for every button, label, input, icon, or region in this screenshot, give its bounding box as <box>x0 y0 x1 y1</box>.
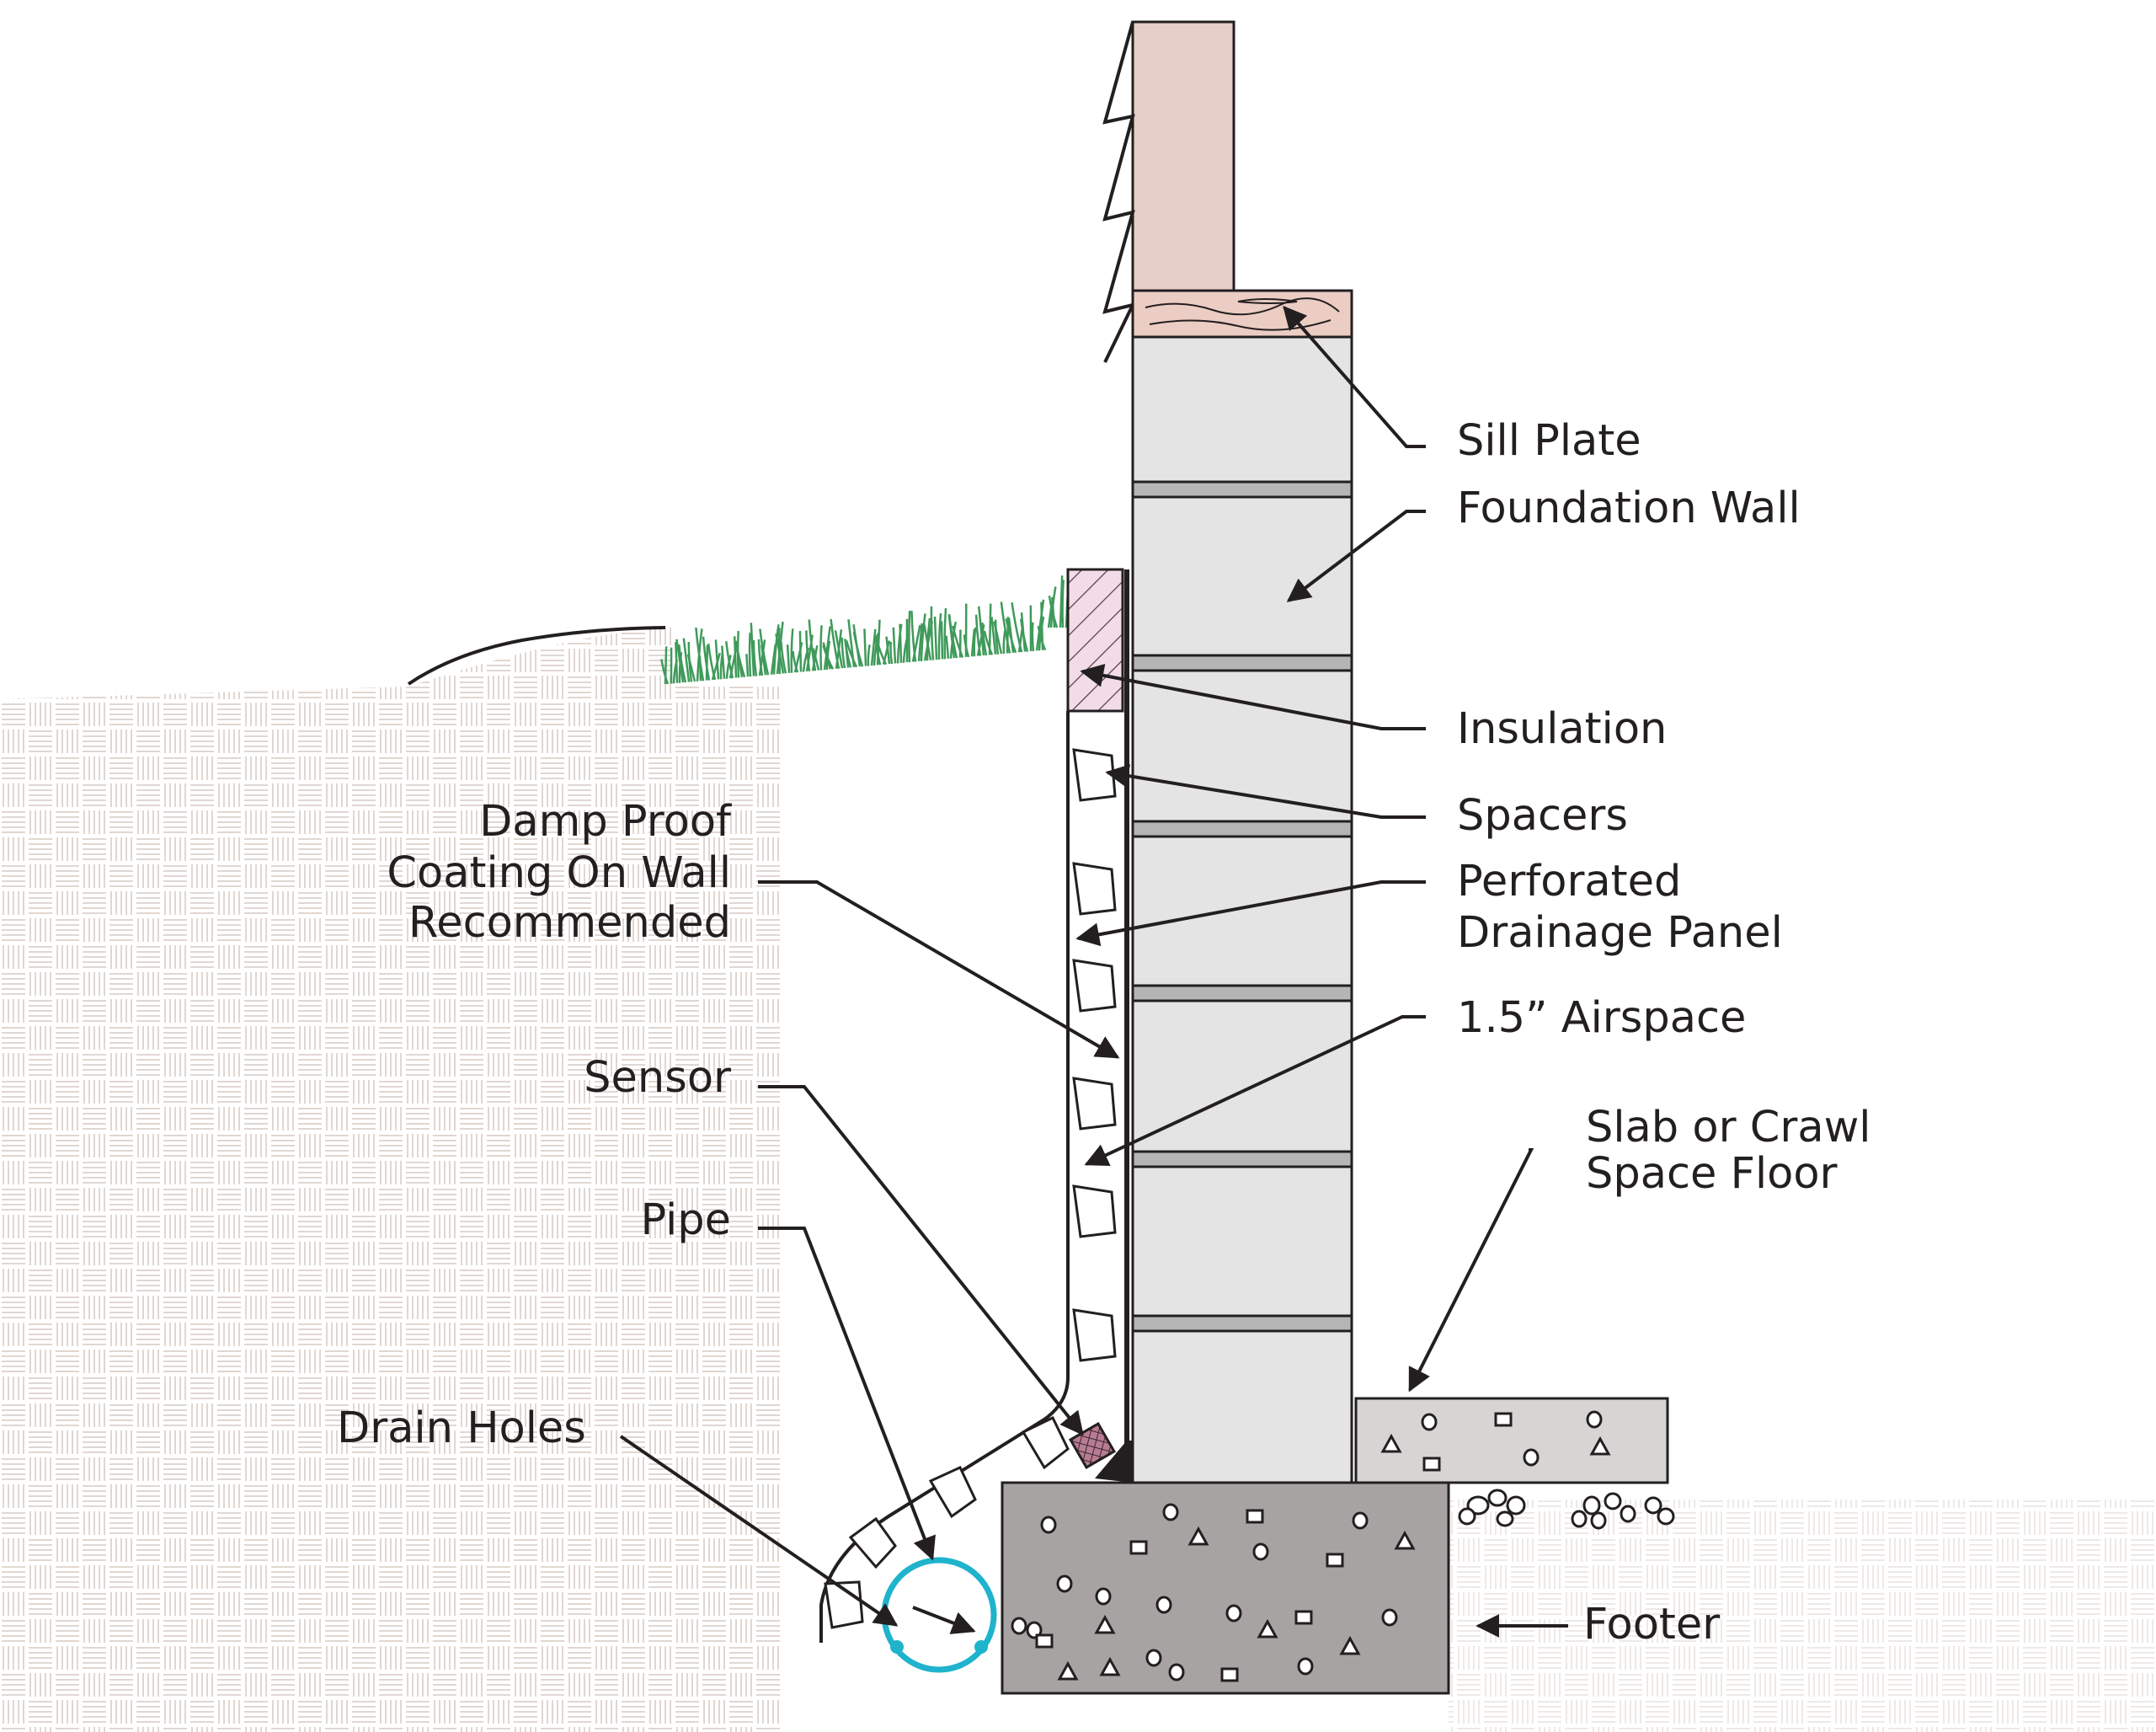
stone <box>1011 1617 1027 1635</box>
label-footer: Footer <box>1583 1600 1720 1649</box>
stone <box>1040 1516 1057 1534</box>
drain-hole-left <box>890 1640 904 1654</box>
stone <box>1297 1657 1314 1676</box>
stone <box>1589 1435 1611 1456</box>
stone <box>1422 1457 1441 1472</box>
stone <box>1339 1635 1361 1655</box>
stone <box>1035 1633 1054 1649</box>
stone <box>1252 1542 1269 1561</box>
stone <box>1225 1604 1242 1622</box>
stone <box>1604 1492 1622 1510</box>
label-perforated-drainage-panel-line1: Perforated <box>1457 857 1681 906</box>
slab-aggregate <box>1380 1410 1611 1472</box>
insulation-board <box>1066 568 1124 713</box>
stone <box>1523 1448 1540 1467</box>
stone <box>1657 1507 1675 1526</box>
drain-hole-right <box>974 1640 988 1654</box>
stone <box>1094 1614 1116 1634</box>
label-slab-floor-line1: Slab or Crawl <box>1586 1103 1870 1152</box>
stone <box>1129 1540 1148 1555</box>
sensor <box>1068 1421 1117 1470</box>
stone <box>1494 1412 1513 1427</box>
wall-base-fill <box>1095 1441 1133 1483</box>
stone <box>1352 1511 1369 1530</box>
stone <box>1458 1507 1476 1526</box>
stone <box>1057 1660 1079 1681</box>
label-airspace: 1.5” Airspace <box>1457 993 1746 1043</box>
stone <box>1095 1587 1112 1606</box>
spacers <box>824 748 1117 1629</box>
label-slab-floor-line2: Space Floor <box>1586 1149 1838 1199</box>
ground-line <box>407 626 666 686</box>
label-damp-proof-line1: Damp Proof <box>479 797 732 847</box>
siding <box>1131 20 1235 292</box>
label-damp-proof-line2: Coating On Wall <box>387 848 731 898</box>
grass <box>660 575 1071 685</box>
stone <box>1620 1505 1636 1523</box>
label-sill-plate: Sill Plate <box>1457 416 1641 466</box>
stone <box>1145 1649 1162 1667</box>
stone <box>1380 1433 1402 1453</box>
label-damp-proof-line3: Recommended <box>408 898 731 948</box>
footer-aggregate <box>1011 1503 1416 1682</box>
soil-right <box>1449 1499 2156 1732</box>
drain-pipe <box>881 1557 997 1673</box>
foundation-wall <box>1131 335 1353 1484</box>
stone <box>1246 1509 1264 1524</box>
label-drain-holes: Drain Holes <box>337 1403 586 1453</box>
stone <box>1487 1489 1508 1507</box>
label-spacers: Spacers <box>1457 791 1628 841</box>
stone <box>1590 1511 1607 1530</box>
stone <box>1586 1410 1603 1429</box>
stone <box>1187 1526 1209 1546</box>
leader-lines <box>619 305 1568 1638</box>
stone <box>1326 1553 1344 1568</box>
stone <box>1644 1496 1662 1515</box>
stone <box>1099 1656 1121 1676</box>
label-pipe: Pipe <box>640 1195 731 1245</box>
stone <box>1496 1510 1514 1527</box>
stone <box>1394 1530 1416 1550</box>
stone <box>1571 1510 1588 1528</box>
label-sensor: Sensor <box>584 1053 731 1103</box>
stone <box>1294 1610 1313 1625</box>
soil-backfill <box>0 628 783 1732</box>
label-perforated-drainage-panel-line2: Drainage Panel <box>1457 908 1783 958</box>
label-foundation-wall: Foundation Wall <box>1457 484 1801 533</box>
stone <box>1506 1495 1526 1516</box>
stone <box>1162 1503 1179 1521</box>
stone <box>1168 1663 1185 1681</box>
stone <box>1582 1495 1601 1516</box>
gravel <box>1458 1489 1675 1530</box>
slab <box>1354 1397 1669 1484</box>
sill-plate <box>1131 289 1353 339</box>
stone <box>1155 1596 1172 1614</box>
footer <box>1001 1481 1450 1695</box>
stone <box>1056 1574 1073 1593</box>
label-insulation: Insulation <box>1457 704 1667 754</box>
stone <box>1257 1618 1278 1638</box>
siding-edge <box>1102 21 1136 363</box>
stone <box>1381 1608 1398 1627</box>
stone <box>1220 1667 1239 1682</box>
stone <box>1421 1413 1438 1431</box>
stone <box>1466 1495 1490 1516</box>
